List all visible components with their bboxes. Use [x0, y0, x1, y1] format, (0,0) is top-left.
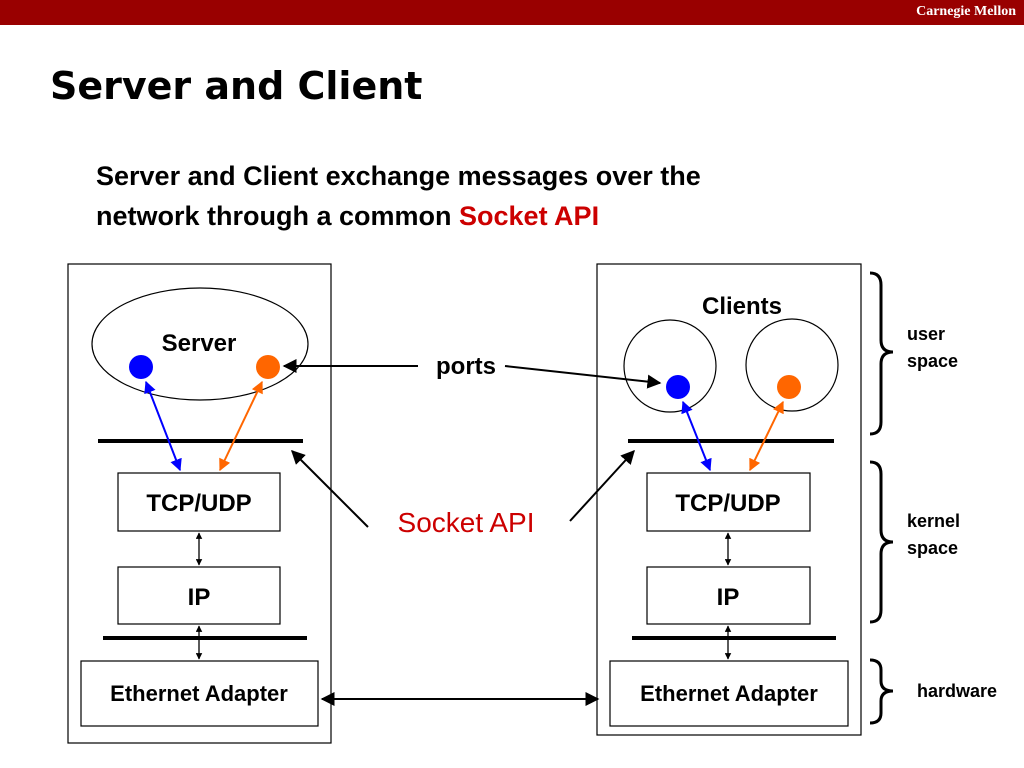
description-line-1: Server and Client exchange messages over… — [96, 161, 701, 191]
client-ip-label: IP — [717, 584, 740, 611]
server-port-orange — [256, 355, 280, 379]
client-port-blue — [666, 375, 690, 399]
kernel-space-line-2: space — [907, 538, 958, 558]
ports-arrow-to-client — [504, 365, 662, 389]
client-orange-arrow — [749, 400, 784, 472]
slide-description: Server and Client exchange messages over… — [96, 156, 701, 236]
client-host-frame — [596, 263, 862, 736]
description-line-2: network through a common Socket API — [96, 196, 701, 236]
server-ip-label: IP — [188, 584, 211, 611]
server-ip-box — [117, 566, 281, 625]
ports-label: ports — [436, 353, 496, 380]
kernel-space-line-1: kernel — [907, 511, 960, 531]
server-port-blue — [129, 355, 153, 379]
socket-api-arrow-to-client — [569, 449, 635, 522]
description-highlight: Socket API — [459, 201, 600, 231]
clients-label: Clients — [702, 293, 782, 320]
server-orange-arrow — [219, 380, 263, 472]
client-port-orange — [777, 375, 801, 399]
socket-api-label: Socket API — [398, 507, 535, 538]
slide-title: Server and Client — [50, 64, 423, 108]
user-space-line-1: user — [907, 324, 945, 344]
client-tcp-udp-box — [646, 472, 811, 532]
server-host: Server TCP/UDP IP Ethernet Adapter — [67, 263, 332, 744]
kernel-space-label: kernel space — [907, 511, 965, 558]
hardware-label: hardware — [917, 681, 997, 701]
hardware-brace — [869, 658, 894, 725]
server-ethernet-box — [80, 660, 319, 727]
user-space-label: user space — [907, 324, 958, 371]
client-host: Clients TCP/UDP IP Ethernet Adapter — [596, 263, 862, 736]
client-ethernet-box — [609, 660, 849, 727]
brand-name: Carnegie Mellon — [916, 4, 1016, 19]
client-tcp-udp-label: TCP/UDP — [675, 490, 780, 517]
server-blue-arrow — [144, 380, 182, 472]
client-ip-box — [646, 566, 811, 625]
server-label: Server — [162, 330, 237, 357]
server-tcp-udp-label: TCP/UDP — [146, 490, 251, 517]
client-ethernet-label: Ethernet Adapter — [640, 681, 818, 706]
socket-api-arrow-to-server — [291, 450, 369, 528]
user-space-brace — [869, 271, 894, 436]
server-ethernet-label: Ethernet Adapter — [110, 681, 288, 706]
brand-bar: Carnegie Mellon — [0, 0, 1024, 25]
server-tcp-udp-box — [117, 472, 281, 532]
server-host-frame — [67, 263, 332, 744]
user-space-line-2: space — [907, 351, 958, 371]
kernel-space-brace — [869, 460, 894, 624]
client-process-2 — [745, 318, 839, 412]
client-process-1 — [623, 319, 717, 413]
client-blue-arrow — [681, 400, 712, 472]
description-text: network through a common — [96, 201, 460, 231]
